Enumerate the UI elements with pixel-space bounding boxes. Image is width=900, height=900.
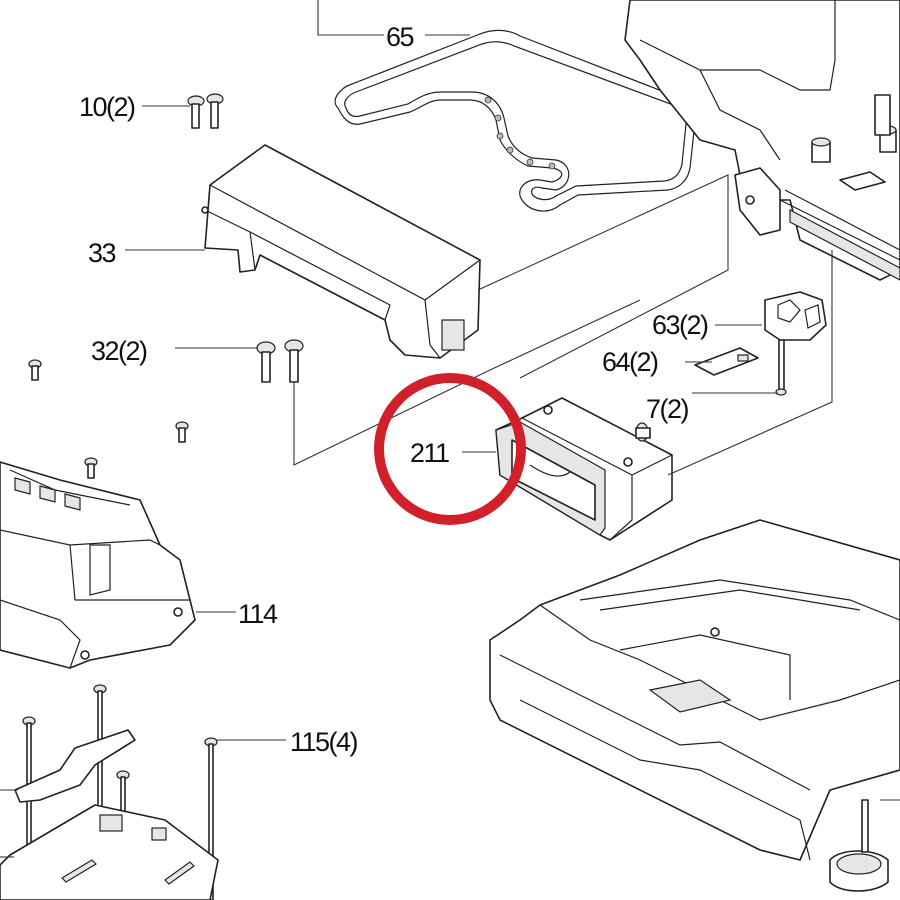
part-32-screws — [256, 339, 304, 383]
upper-right-assembly — [624, 0, 900, 281]
lower-right-frame — [489, 519, 900, 892]
callout-33: 33 — [88, 238, 116, 268]
callout-10: 10(2) — [79, 92, 135, 122]
callout-114: 114 — [238, 599, 278, 629]
callout-65: 65 — [386, 22, 414, 52]
lower-left-parts — [0, 684, 219, 900]
highlight-ring — [374, 373, 526, 525]
part-63-bracket — [764, 291, 827, 341]
part-114-housing — [0, 461, 196, 669]
leader-lines — [0, 0, 900, 858]
part-10-screws — [187, 93, 224, 129]
callout-7: 7(2) — [646, 394, 689, 424]
callout-32: 32(2) — [91, 336, 147, 366]
callout-211: 211 — [410, 438, 449, 468]
small-screws — [28, 359, 189, 479]
callout-115: 115(4) — [290, 727, 358, 757]
part-65-gasket — [334, 29, 697, 212]
callout-63: 63(2) — [652, 310, 708, 340]
part-64-plate — [694, 347, 759, 376]
callout-64: 64(2) — [602, 347, 658, 377]
part-7-screws — [775, 339, 787, 396]
part-33-cover — [201, 144, 481, 359]
